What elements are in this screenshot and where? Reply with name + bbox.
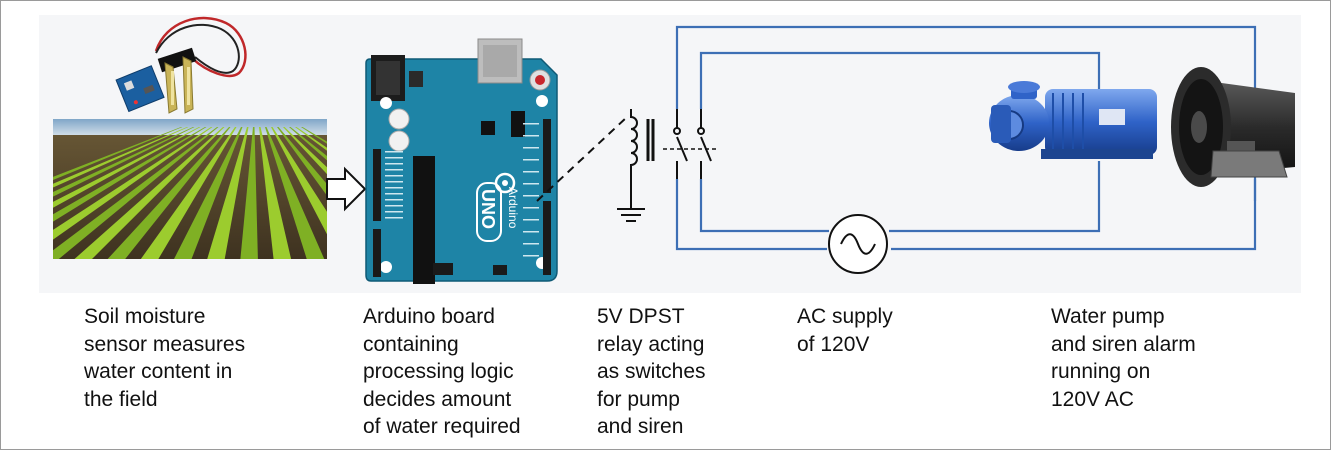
crop-row [207, 127, 249, 259]
dpst-relay-symbol [617, 109, 717, 222]
crop-rows [53, 127, 327, 259]
crop-row [240, 127, 258, 259]
ac-supply-symbol [828, 214, 888, 274]
pin-label-mark [385, 169, 403, 171]
pin-label-mark [385, 187, 403, 189]
crop-row [277, 127, 327, 196]
pin-label-mark [523, 195, 539, 197]
pin-label-mark [523, 231, 539, 233]
crop-row [53, 127, 189, 188]
crop-row [271, 127, 327, 235]
caption-pump-siren: Water pump and siren alarm running on 12… [1051, 305, 1196, 411]
pin-label-mark [523, 135, 539, 137]
pin-label-mark [523, 183, 539, 185]
pin-label-mark [385, 181, 403, 183]
pin-label-mark [523, 219, 539, 221]
crop-field-image [53, 119, 327, 259]
crop-row [301, 127, 327, 144]
arduino-uno-board: Arduino UNO [365, 38, 558, 284]
crop-row [140, 127, 237, 259]
pin-label-mark [385, 205, 403, 207]
crop-row [53, 127, 201, 208]
board-brand-text: Arduino [506, 187, 520, 229]
caption-ac-supply: AC supply of 120V [797, 305, 893, 356]
pin-label-mark [385, 157, 403, 159]
ac-circuit-wires [675, 25, 1257, 251]
crop-row [53, 127, 183, 180]
crop-row [107, 127, 231, 259]
caption-relay: 5V DPST relay acting as switches for pum… [597, 305, 706, 438]
pin-label-mark [523, 243, 539, 245]
pin-label-mark [523, 207, 539, 209]
caption-soil-sensor: Soil moisture sensor measures water cont… [84, 305, 246, 411]
pin-label-mark [523, 159, 539, 161]
pin-label-mark [523, 147, 539, 149]
crop-row [295, 127, 327, 151]
pin-label-mark [385, 151, 403, 153]
pin-label-mark [523, 171, 539, 173]
crop-row [174, 127, 243, 259]
crop-row [53, 127, 213, 240]
pin-label-mark [523, 255, 539, 257]
control-signal-line [536, 116, 628, 202]
crop-row [289, 127, 327, 161]
pin-label-mark [385, 199, 403, 201]
pin-label-mark [385, 193, 403, 195]
arrow-sensor-to-board [326, 166, 367, 212]
crop-row [74, 127, 225, 259]
caption-arduino-board: Arduino board containing processing logi… [363, 305, 521, 438]
board-model-text: UNO [478, 189, 498, 229]
pin-label-mark [385, 163, 403, 165]
crop-row [259, 127, 292, 259]
crop-row [265, 127, 325, 259]
pin-label-mark [385, 217, 403, 219]
pin-label-mark [385, 211, 403, 213]
pin-label-mark [523, 123, 539, 125]
soil-moisture-sensor [115, 16, 247, 114]
board-pin-labels [385, 123, 539, 257]
pin-label-mark [385, 175, 403, 177]
crop-row [53, 127, 195, 197]
crop-row [53, 127, 219, 259]
crop-row [283, 127, 327, 175]
crop-row [53, 127, 207, 222]
siren-alarm-image [1171, 67, 1295, 187]
water-pump-image [989, 81, 1157, 159]
